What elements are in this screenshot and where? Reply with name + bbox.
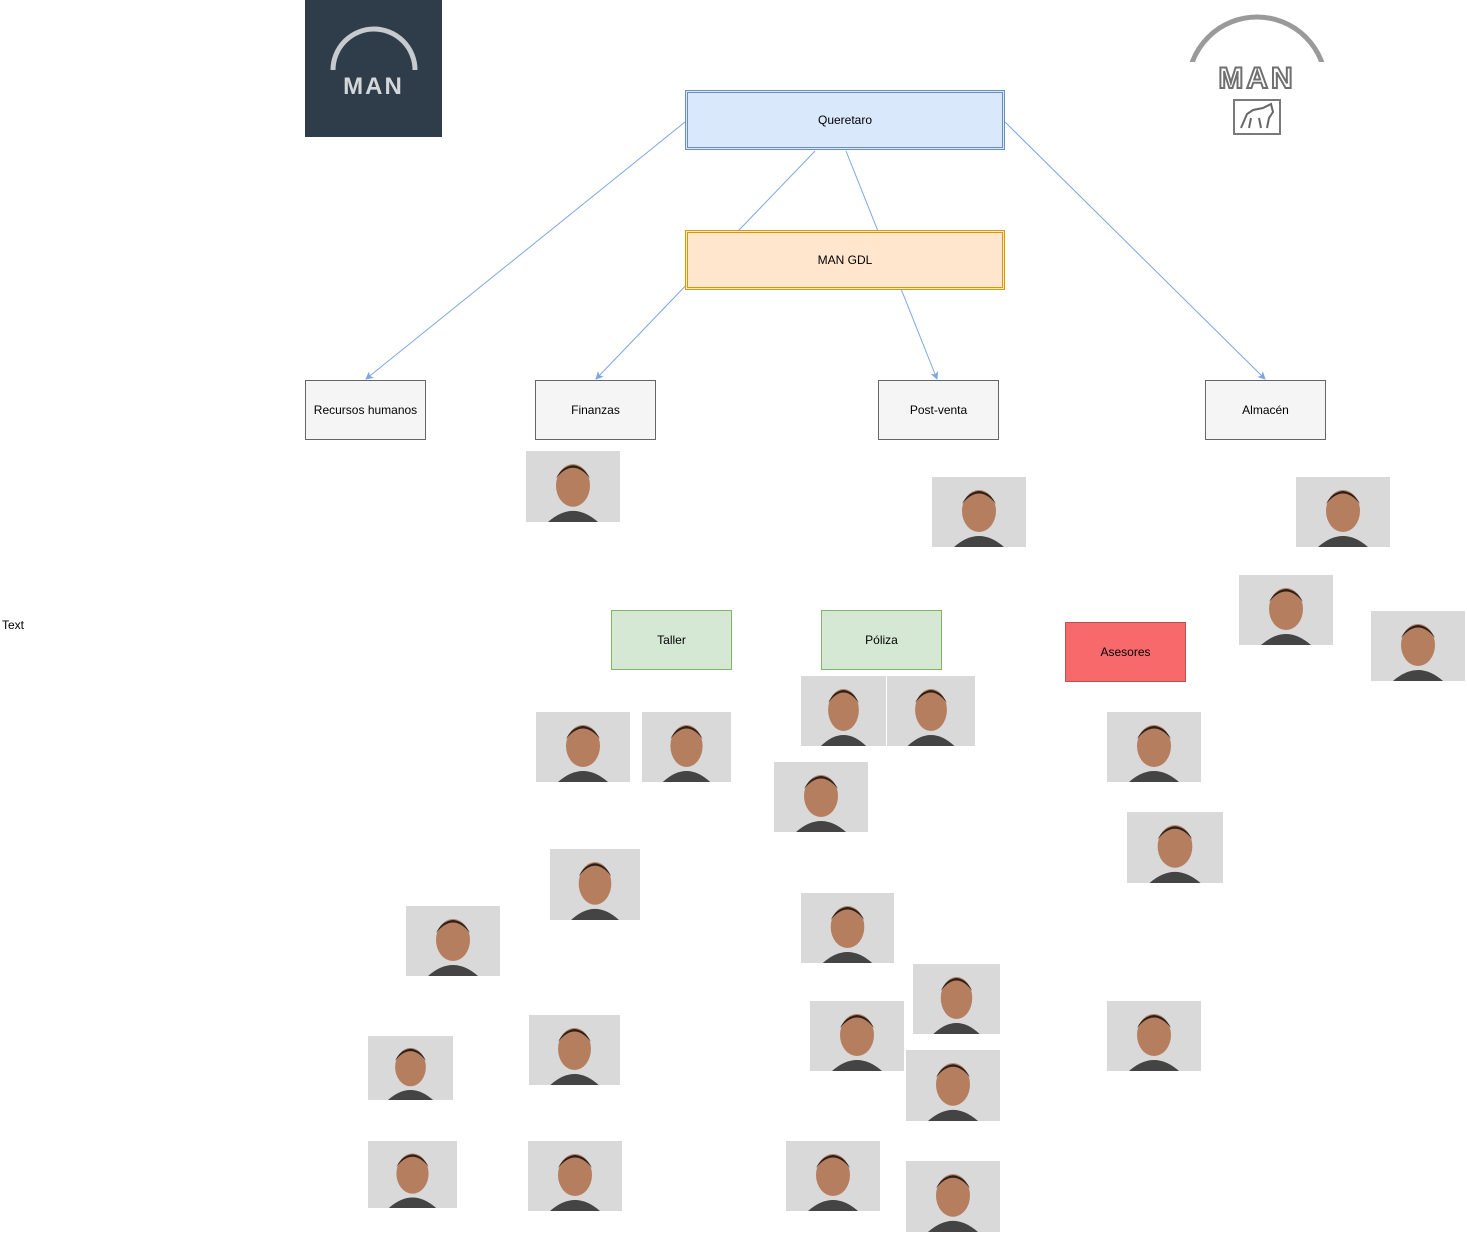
portrait-icon [528,1141,622,1211]
portrait-icon [810,1001,904,1071]
portrait-icon [774,762,868,832]
portrait-icon [536,712,630,782]
employee-photo[interactable] [1127,812,1223,883]
node-recursos-humanos[interactable]: Recursos humanos [305,380,426,440]
employee-photo[interactable] [786,1141,880,1211]
employee-photo[interactable] [526,451,620,522]
portrait-icon [906,1050,1000,1121]
employee-photo[interactable] [642,712,731,782]
portrait-icon [1239,575,1333,645]
node-taller[interactable]: Taller [611,610,732,670]
portrait-icon [906,1161,1000,1232]
portrait-icon [550,849,640,920]
node-almacen[interactable]: Almacén [1205,380,1326,440]
employee-photo[interactable] [368,1036,453,1100]
node-queretaro[interactable]: Queretaro [685,90,1005,150]
edge-queretaro-recursos-humanos[interactable] [365,121,686,380]
portrait-icon [887,676,975,746]
employee-photo[interactable] [1371,611,1465,681]
free-text-label[interactable]: Text [2,618,25,632]
portrait-icon [1371,611,1465,681]
portrait-icon [526,451,620,522]
portrait-icon [406,906,500,976]
node-finanzas[interactable]: Finanzas [535,380,656,440]
employee-photo[interactable] [1239,575,1333,645]
portrait-icon [1107,712,1201,782]
employee-photo[interactable] [528,1141,622,1211]
employee-photo[interactable] [932,477,1026,547]
employee-photo[interactable] [801,893,894,963]
employee-photo[interactable] [801,676,886,746]
employee-photo[interactable] [1107,712,1201,782]
node-man-gdl[interactable]: MAN GDL [685,230,1005,290]
portrait-icon [1107,1001,1201,1071]
employee-photo[interactable] [406,906,500,976]
portrait-icon [786,1141,880,1211]
employee-photo[interactable] [906,1161,1000,1232]
employee-photo[interactable] [1296,477,1390,547]
employee-photo[interactable] [774,762,868,832]
node-poliza[interactable]: Póliza [821,610,942,670]
node-post-venta[interactable]: Post-venta [878,380,999,440]
portrait-icon [913,964,1000,1034]
employee-photo[interactable] [887,676,975,746]
employee-photo[interactable] [550,849,640,920]
portrait-icon [932,477,1026,547]
svg-text:MAN: MAN [343,73,404,100]
employee-photo[interactable] [810,1001,904,1071]
employee-photo[interactable] [368,1141,457,1208]
employee-photo[interactable] [913,964,1000,1034]
portrait-icon [801,893,894,963]
employee-photo[interactable] [1107,1001,1201,1071]
portrait-icon [1296,477,1390,547]
employee-photo[interactable] [906,1050,1000,1121]
edge-queretaro-almacen[interactable] [1004,121,1266,380]
portrait-icon [368,1036,453,1100]
node-asesores[interactable]: Asesores [1065,622,1186,682]
portrait-icon [368,1141,457,1208]
employee-photo[interactable] [536,712,630,782]
employee-photo[interactable] [529,1015,620,1085]
man-logo-left: MAN [305,0,442,137]
portrait-icon [801,676,886,746]
portrait-icon [642,712,731,782]
portrait-icon [529,1015,620,1085]
svg-text:MAN: MAN [1218,62,1295,95]
portrait-icon [1127,812,1223,883]
man-logo-right: MAN [1183,2,1331,137]
